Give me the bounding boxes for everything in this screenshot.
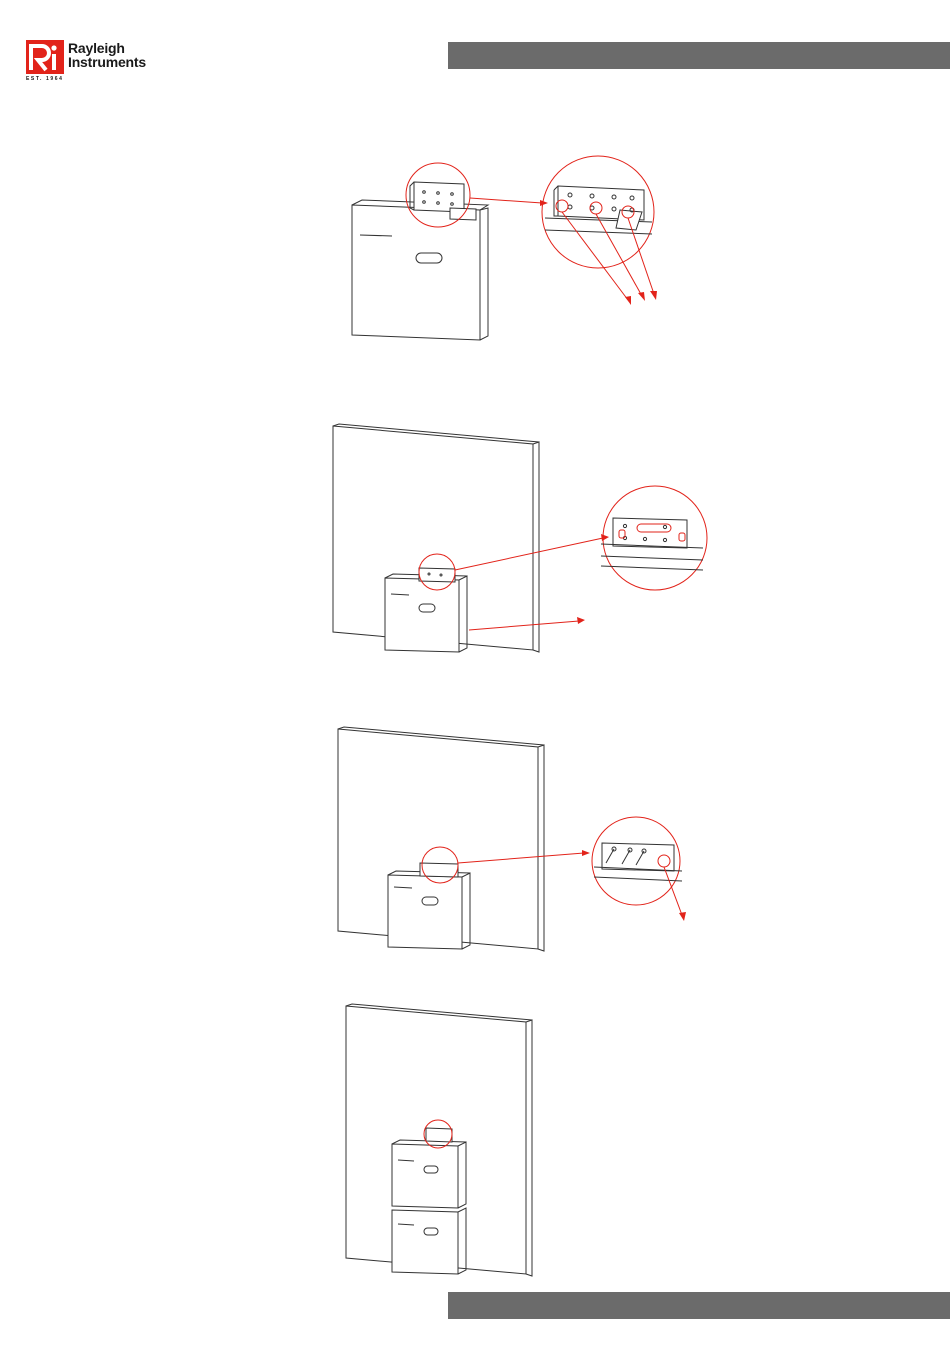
footer-bar (448, 1292, 950, 1319)
figure-stacked-batteries (340, 1000, 540, 1280)
established-year: EST. 1964 (26, 76, 63, 82)
figure-battery-on-wall (325, 420, 715, 660)
company-logo: Rayleigh Instruments EST. 1964 (26, 40, 176, 80)
figure-bracket-screws (330, 725, 700, 955)
figure-bracket-on-battery (330, 150, 680, 350)
brand-line-2: Instruments (68, 55, 146, 69)
brand-line-1: Rayleigh (68, 41, 146, 55)
header-bar (448, 42, 950, 69)
ri-monogram-icon (26, 40, 64, 76)
brand-name: Rayleigh Instruments (68, 41, 146, 69)
